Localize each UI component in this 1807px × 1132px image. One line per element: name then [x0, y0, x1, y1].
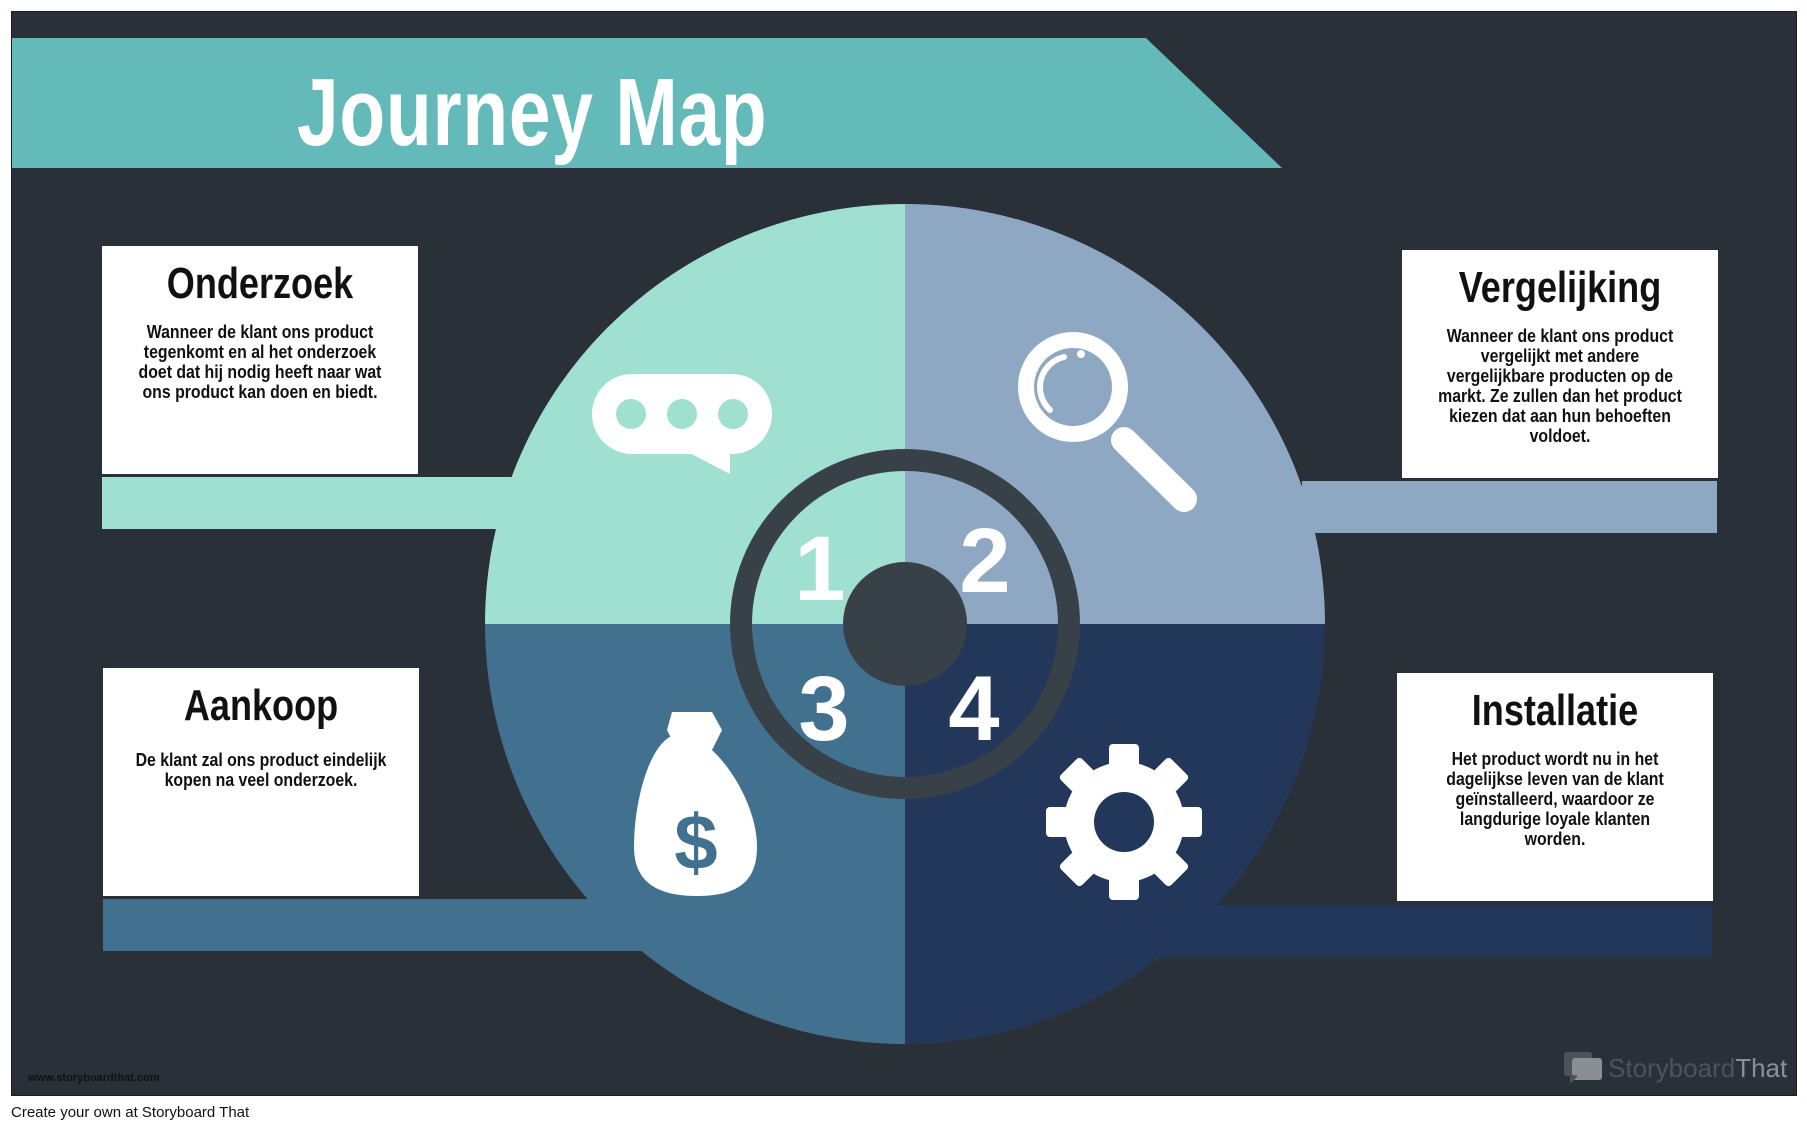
step1-card: Onderzoek Wanneer de klant ons product t…: [102, 246, 418, 474]
magnifier-icon: [1018, 332, 1197, 512]
gear-icon: [1046, 744, 1202, 900]
journey-wheel: 1 2 3 4 $: [485, 204, 1325, 1044]
speech-bubble-icon: [592, 374, 772, 474]
money-bag-icon: $: [634, 712, 757, 896]
logo-text-that: That: [1735, 1052, 1788, 1083]
step1-connector-bar: [102, 477, 522, 529]
step4-description: Het product wordt nu in het dagelijkse l…: [1446, 749, 1664, 849]
step2-connector-bar: [1302, 481, 1717, 533]
svg-text:$: $: [674, 798, 717, 886]
step3-description: De klant zal ons product eindelijk kopen…: [135, 750, 387, 790]
inner-ring: [730, 449, 1080, 799]
website-url: www.storyboardthat.com: [28, 1072, 160, 1084]
step3-card: Aankoop De klant zal ons product eindeli…: [103, 668, 419, 896]
logo-text-storyboard: Storyboard: [1608, 1052, 1736, 1083]
step3-number: 3: [798, 658, 849, 760]
center-hub: [843, 562, 967, 686]
step2-card: Vergelijking Wanneer de klant ons produc…: [1402, 250, 1718, 478]
step4-card: Installatie Het product wordt nu in het …: [1397, 673, 1713, 901]
footer-link[interactable]: Create your own at Storyboard That: [11, 1104, 250, 1121]
step2-description: Wanneer de klant ons product vergelijkt …: [1438, 326, 1682, 446]
title-banner: Journey Map: [12, 38, 1282, 168]
step1-description: Wanneer de klant ons product tegenkomt e…: [138, 322, 382, 402]
step1-number: 1: [794, 518, 845, 620]
step3-connector-bar: [103, 899, 663, 951]
step2-number: 2: [959, 510, 1010, 612]
step4-number: 4: [948, 658, 999, 760]
step3-title: Aankoop: [183, 681, 339, 730]
step1-title: Onderzoek: [166, 259, 354, 308]
logo-bubble-icon: [1564, 1052, 1602, 1084]
page-title: Journey Map: [297, 59, 768, 166]
storyboardthat-logo: Storyboard That: [1562, 1050, 1787, 1086]
step4-title: Installatie: [1471, 686, 1639, 735]
journey-map-poster: Journey Map 1 2 3 4: [11, 11, 1797, 1096]
step4-connector-bar: [1132, 905, 1712, 957]
step2-title: Vergelijking: [1458, 263, 1662, 312]
